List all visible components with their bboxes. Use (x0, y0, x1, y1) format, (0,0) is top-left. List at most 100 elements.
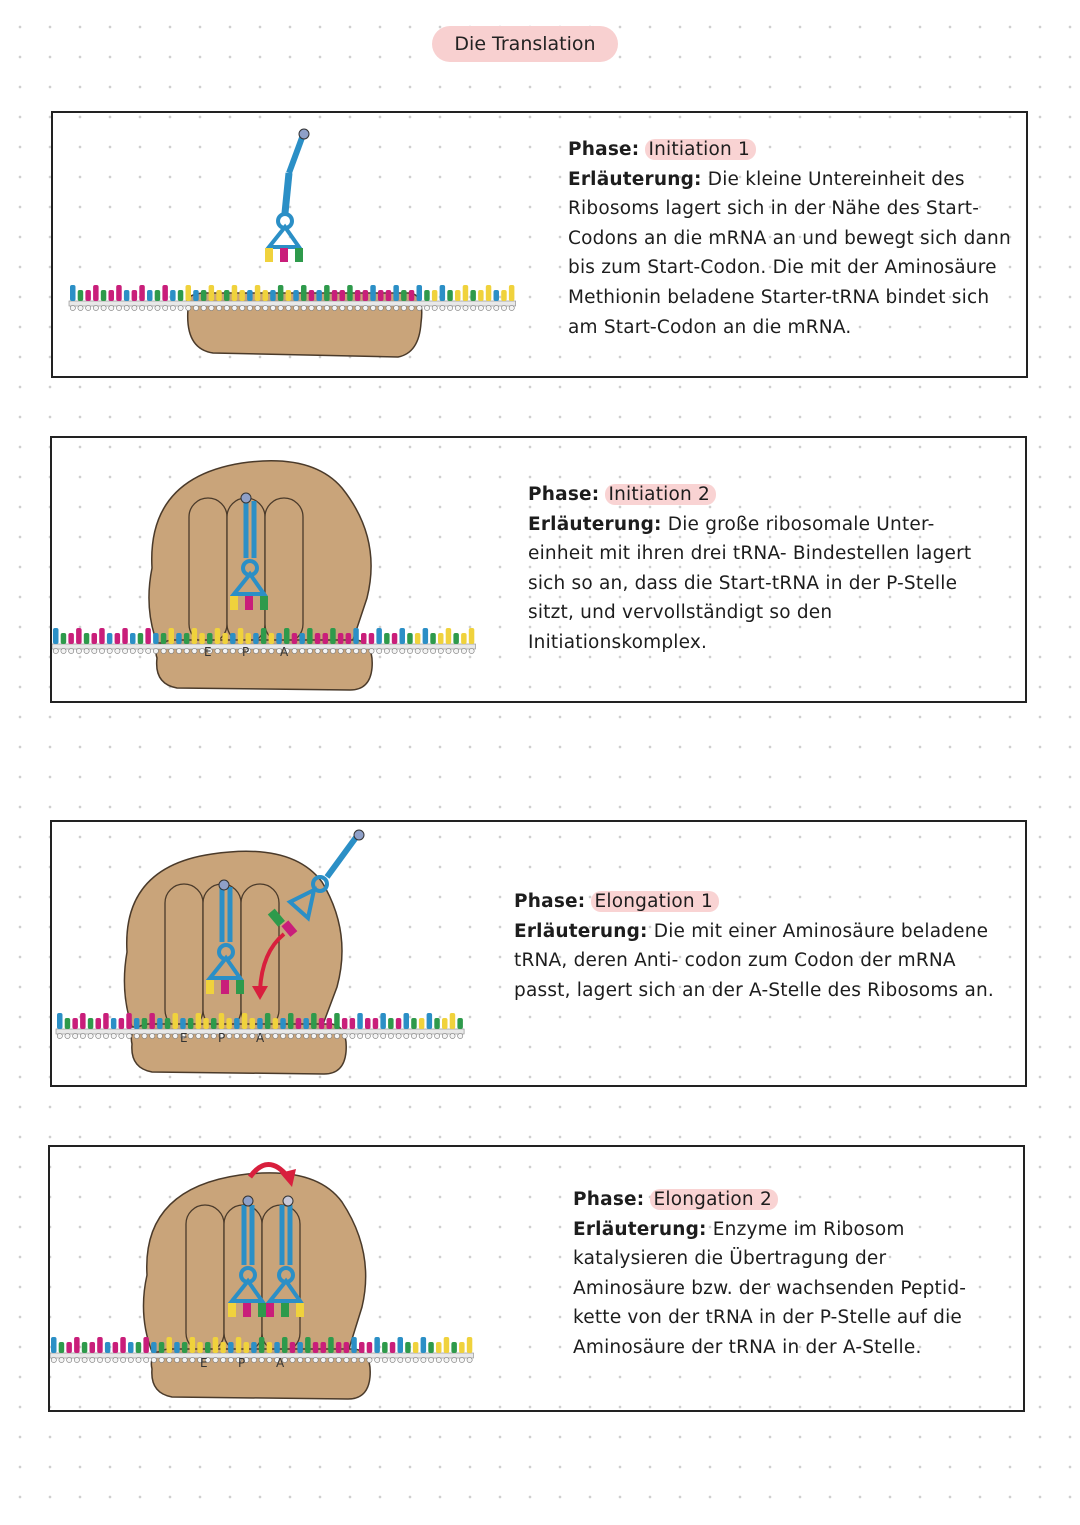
phosphate (199, 648, 205, 654)
phosphate (233, 1033, 240, 1039)
phosphate (453, 648, 460, 654)
nucleotide (120, 1337, 126, 1353)
explanation-line: Die mit einer Aminosäure beladene (653, 920, 989, 942)
phosphate (485, 305, 492, 311)
nucleotide (442, 1018, 448, 1029)
nucleotide (318, 1018, 325, 1029)
phosphate (412, 1357, 419, 1363)
phosphate (208, 305, 215, 311)
nucleotide (183, 633, 190, 644)
nucleotide (443, 1337, 450, 1353)
phosphate (114, 648, 121, 654)
site-label-a: A (276, 1356, 285, 1370)
phosphate (387, 1033, 394, 1039)
nucleotide (334, 1013, 340, 1029)
nucleotide (224, 290, 230, 301)
site-label-p: P (218, 1031, 225, 1045)
phosphate (351, 1357, 357, 1363)
explanation-line: Aminosäure bzw. der wachsenden Peptid- (573, 1277, 967, 1299)
nucleotide (330, 628, 336, 644)
nucleotide (399, 628, 405, 644)
elongation-2-illustration: E P A (50, 1162, 474, 1400)
phase-label: Phase: (568, 139, 640, 160)
phosphate (195, 1033, 202, 1039)
phosphate (251, 1357, 257, 1363)
explanation-line: sich so an, dass die Start-tRNA in der P… (528, 572, 958, 594)
phosphate (258, 1357, 265, 1363)
phosphate (416, 305, 423, 311)
nucleotide (268, 633, 275, 644)
nucleotide (64, 1018, 71, 1029)
phase-value: Elongation 2 (650, 1189, 778, 1210)
nucleotide (445, 628, 452, 644)
phosphate (393, 305, 400, 311)
phosphate (268, 648, 275, 654)
phosphate (72, 1033, 79, 1039)
phosphate (407, 648, 413, 654)
nucleotide (359, 1342, 365, 1353)
phosphate (260, 648, 267, 654)
explanation-line: passt, lagert sich an der A-Stelle des R… (514, 979, 995, 1001)
phosphate (424, 305, 430, 311)
explanation-line: Enzyme im Ribosom (712, 1218, 905, 1240)
phosphate (254, 305, 261, 311)
phosphate (203, 1033, 209, 1039)
phosphate (143, 1357, 150, 1363)
nucleotide (431, 290, 438, 301)
phosphate (370, 305, 376, 311)
phosphate (52, 648, 59, 654)
nucleotide (141, 1018, 148, 1029)
nucleotide (439, 285, 446, 301)
nucleotide (131, 290, 138, 301)
explanation-line: kette von der tRNA in der P-Stelle auf d… (573, 1307, 962, 1329)
nucleotide (326, 1018, 332, 1029)
nucleotide (174, 1342, 180, 1353)
nucleotide (303, 1018, 309, 1029)
phosphate (126, 1033, 132, 1039)
nucleotide (457, 1018, 463, 1029)
phosphate (216, 305, 222, 311)
phosphate (185, 305, 192, 311)
phosphate (146, 305, 153, 311)
nucleotide (451, 1342, 457, 1353)
phosphate (218, 1033, 225, 1039)
phosphate (422, 648, 429, 654)
nucleotide (345, 633, 352, 644)
phosphate (177, 305, 184, 311)
phosphate (206, 648, 213, 654)
nucleotide (403, 1013, 409, 1029)
nucleotide (351, 1337, 357, 1353)
phosphate (222, 648, 229, 654)
nucleotide (197, 1342, 203, 1353)
phosphate (293, 305, 299, 311)
nucleotide (177, 290, 184, 301)
phosphate (291, 648, 298, 654)
phosphate (331, 305, 338, 311)
nucleotide (428, 1342, 434, 1353)
nucleotide (341, 1018, 348, 1029)
phosphate (257, 1033, 263, 1039)
nucleotide (335, 1342, 342, 1353)
nucleotide (393, 285, 399, 301)
phosphate (337, 648, 344, 654)
phosphate (164, 1033, 171, 1039)
nucleotide (211, 1018, 217, 1029)
phosphate (237, 648, 244, 654)
nucleotide (291, 633, 298, 644)
nucleotide (185, 285, 191, 301)
phosphate (441, 1033, 448, 1039)
nucleotide (347, 285, 353, 301)
explanation-line: am Start-Codon an die mRNA. (568, 316, 852, 338)
mrna-strand (55, 1013, 465, 1039)
panel-elongation-2: E P A Phase: Elongation 2 Erläuterung: E… (48, 1145, 1025, 1412)
nucleotide (285, 290, 292, 301)
nucleotide (157, 1018, 163, 1029)
phosphate (399, 648, 406, 654)
phosphate (347, 305, 353, 311)
phosphate (170, 305, 176, 311)
nucleotide (374, 1337, 380, 1353)
phase-label: Phase: (514, 891, 586, 912)
nucleotide (70, 285, 76, 301)
phosphate (420, 1357, 427, 1363)
phosphate (89, 1357, 96, 1363)
